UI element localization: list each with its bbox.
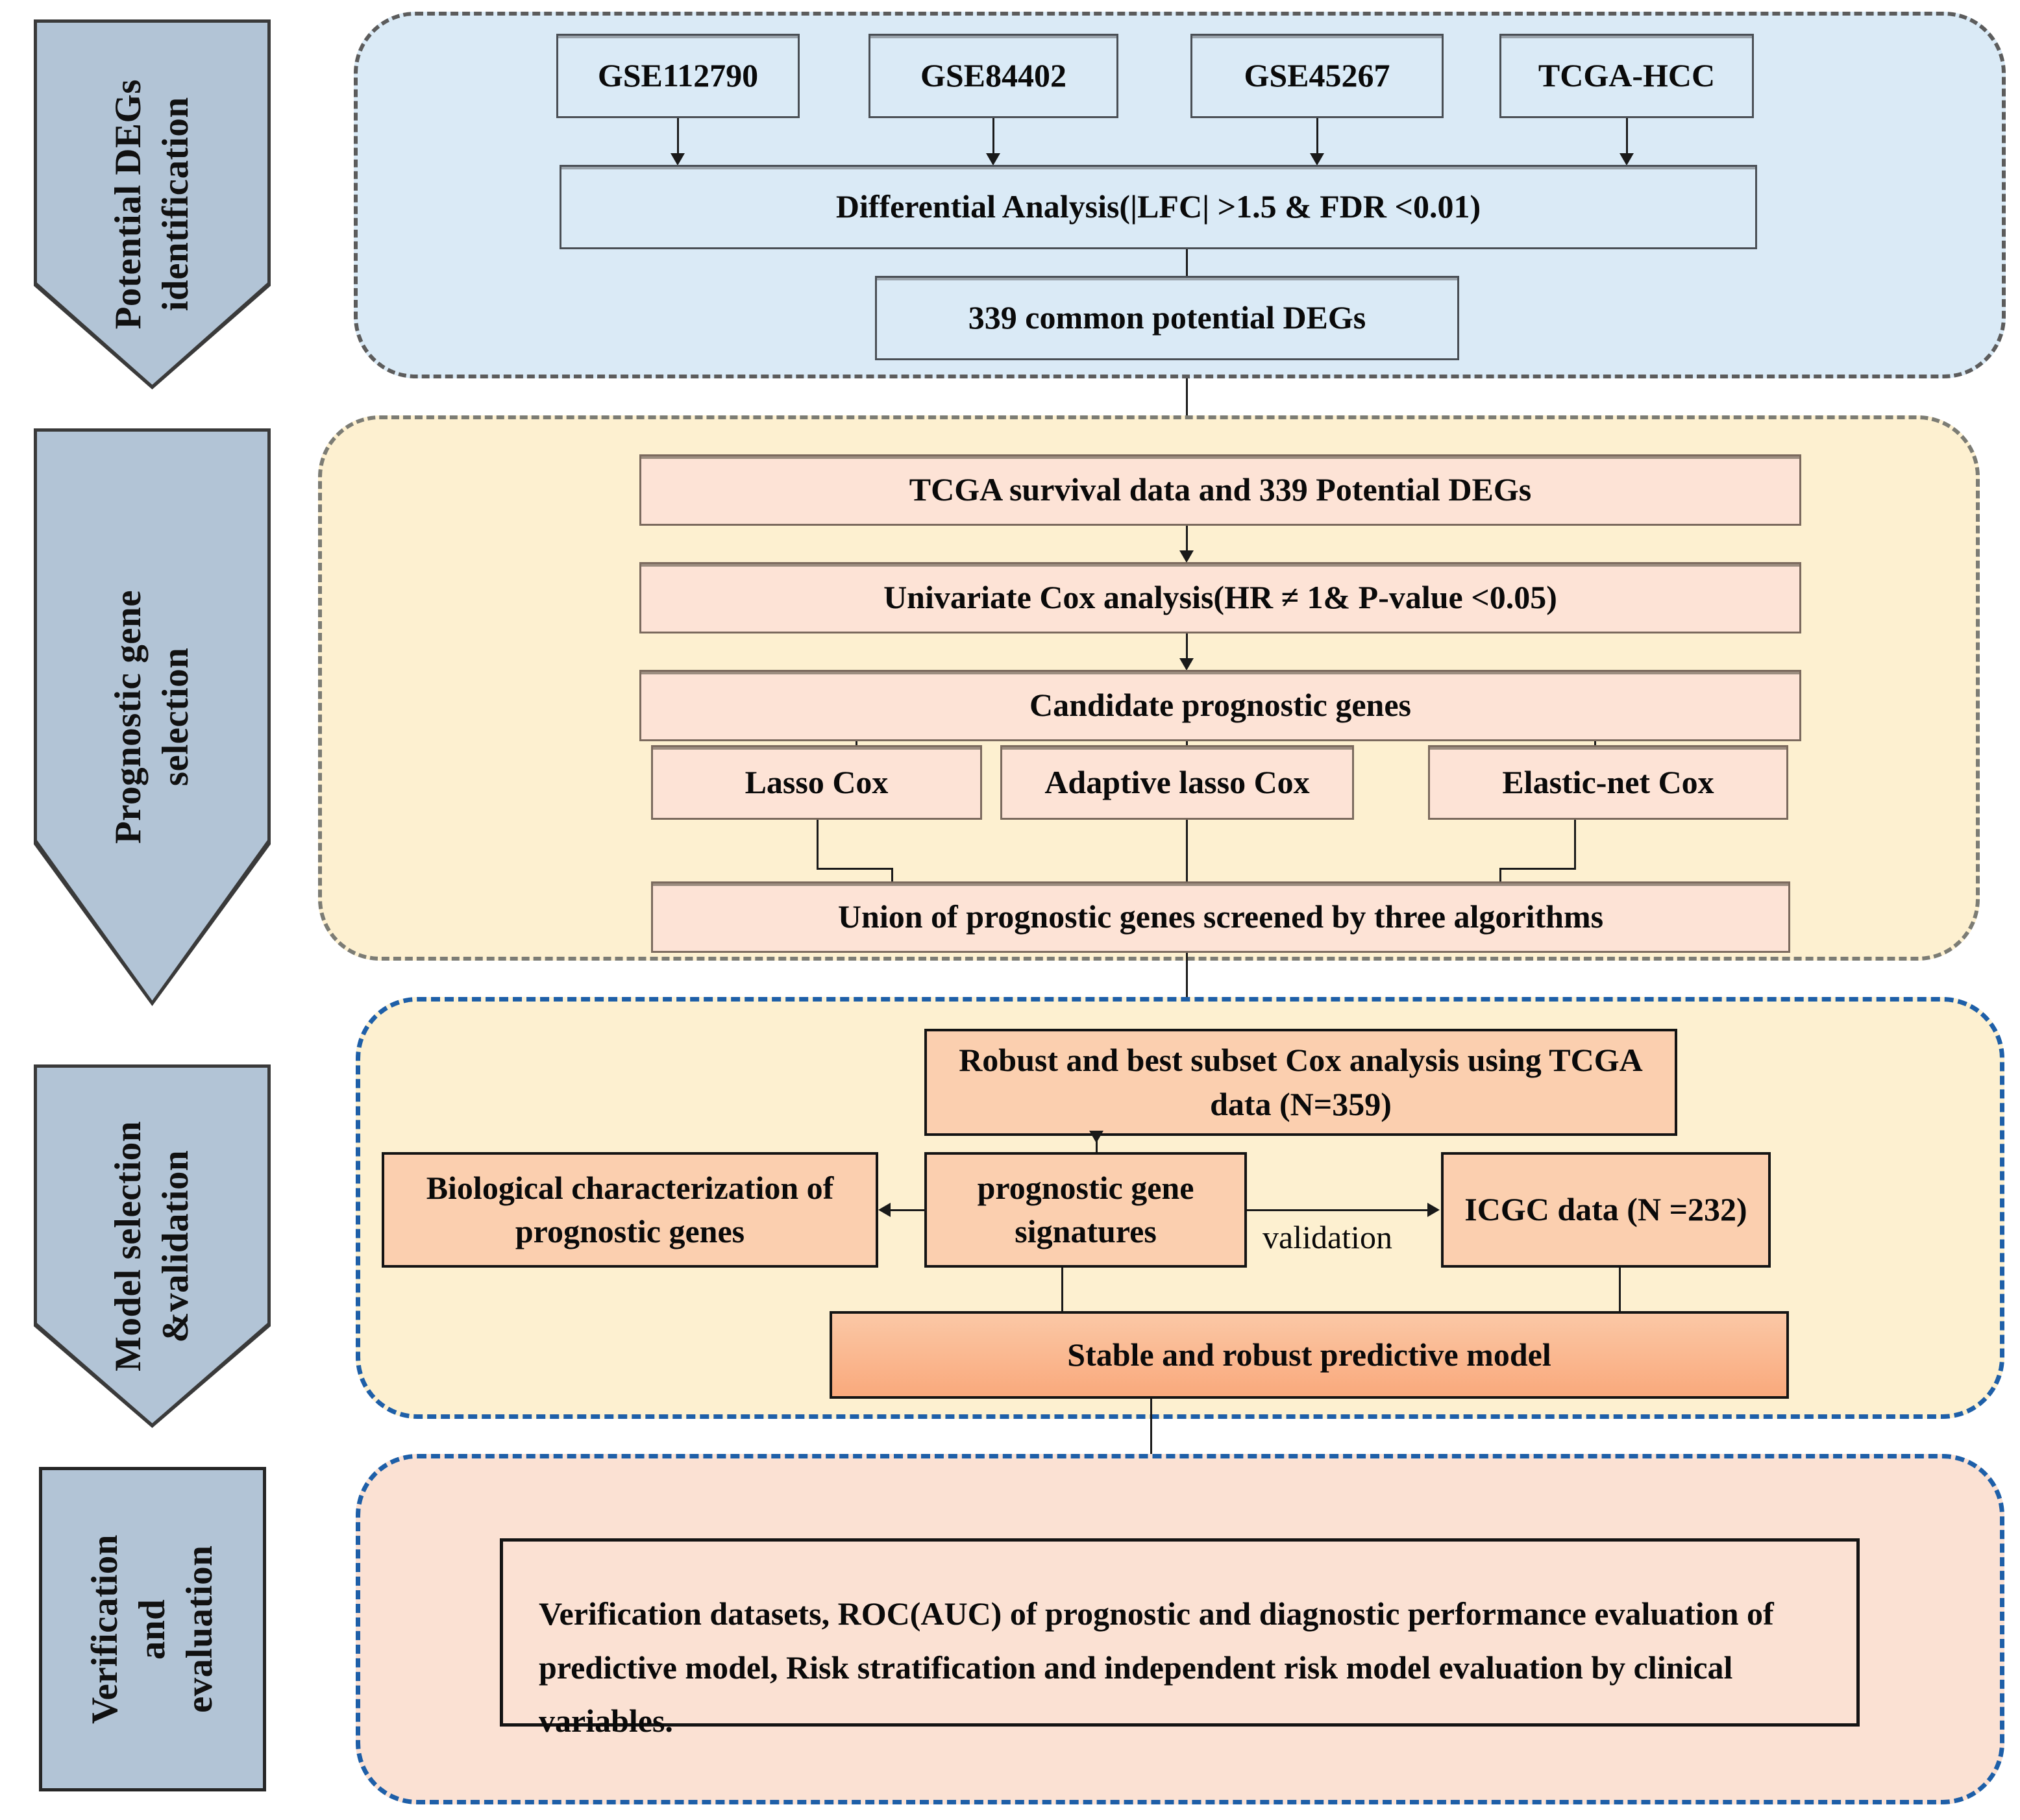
prognostic-signatures-label: prognostic gene signatures	[977, 1169, 1194, 1250]
algorithm-label: Adaptive lasso Cox	[1044, 763, 1310, 800]
biological-characterization-label: Biological characterization of prognosti…	[426, 1169, 834, 1250]
dataset-box-gse84402[interactable]: GSE84402	[868, 34, 1118, 118]
dataset-box-gse112790[interactable]: GSE112790	[556, 34, 800, 118]
robust-subset-cox-box[interactable]: Robust and best subset Cox analysis usin…	[924, 1029, 1677, 1136]
connector-elastic-elbow-v1	[1574, 820, 1576, 868]
algorithm-box-lasso-cox[interactable]: Lasso Cox	[651, 745, 982, 820]
algorithm-label: Elastic-net Cox	[1502, 763, 1714, 800]
candidate-genes-box[interactable]: Candidate prognostic genes	[639, 670, 1801, 741]
dataset-box-tcga-hcc[interactable]: TCGA-HCC	[1499, 34, 1754, 118]
stage-banner-1: Potential DEGs identification	[34, 19, 271, 389]
connector-signatures-elbow-v1	[1061, 1268, 1063, 1313]
validation-label: validation	[1262, 1219, 1392, 1255]
verification-text-label: Verification datasets, ROC(AUC) of progn…	[539, 1595, 1774, 1739]
predictive-model-label: Stable and robust predictive model	[1067, 1336, 1551, 1373]
arrowhead-gse45267	[1310, 153, 1324, 166]
differential-analysis-box[interactable]: Differential Analysis(|LFC| >1.5 & FDR <…	[560, 165, 1757, 249]
connector-survival-to-univariate	[1186, 526, 1188, 556]
connector-signatures-to-biological	[891, 1209, 926, 1211]
union-genes-box[interactable]: Union of prognostic genes screened by th…	[651, 881, 1790, 953]
robust-subset-cox-label: Robust and best subset Cox analysis usin…	[959, 1042, 1643, 1122]
candidate-genes-label: Candidate prognostic genes	[1029, 687, 1411, 724]
stage-banner-4-label: Verification and evaluation	[84, 1534, 220, 1724]
icgc-data-label: ICGC data (N =232)	[1464, 1191, 1747, 1228]
stage-banner-3-label: Model selection &validation	[107, 1121, 196, 1371]
arrowhead-gse112790	[671, 153, 685, 166]
arrowhead-robust-to-signatures	[1089, 1131, 1103, 1143]
algorithm-label: Lasso Cox	[745, 763, 889, 800]
connector-univariate-to-candidate	[1186, 633, 1188, 663]
predictive-model-box[interactable]: Stable and robust predictive model	[830, 1311, 1789, 1399]
biological-characterization-box[interactable]: Biological characterization of prognosti…	[382, 1152, 878, 1268]
connector-tcga-hcc	[1626, 118, 1628, 158]
icgc-data-box[interactable]: ICGC data (N =232)	[1441, 1152, 1771, 1268]
stage-banner-2: Prognostic gene selection	[34, 428, 271, 1006]
stage-banner-4: Verification and evaluation	[39, 1467, 266, 1791]
dataset-label: GSE45267	[1244, 57, 1390, 94]
connector-icgc-elbow-v1	[1619, 1268, 1621, 1313]
connector-elastic-elbow-h	[1499, 868, 1576, 870]
arrowhead-signatures-to-biological	[878, 1203, 891, 1217]
dataset-box-gse45267[interactable]: GSE45267	[1190, 34, 1444, 118]
prognostic-signatures-box[interactable]: prognostic gene signatures	[924, 1152, 1247, 1268]
connector-section1-to-section2	[1186, 378, 1188, 437]
algorithm-box-adaptive-lasso-cox[interactable]: Adaptive lasso Cox	[1000, 745, 1354, 820]
algorithm-box-elastic-net-cox[interactable]: Elastic-net Cox	[1428, 745, 1788, 820]
verification-text-box[interactable]: Verification datasets, ROC(AUC) of progn…	[500, 1538, 1860, 1739]
arrowhead-gse84402	[986, 153, 1000, 166]
arrowhead-tcga-hcc	[1620, 153, 1634, 166]
common-degs-label: 339 common potential DEGs	[968, 299, 1366, 336]
univariate-cox-box[interactable]: Univariate Cox analysis(HR ≠ 1& P-value …	[639, 562, 1801, 633]
arrowhead-signatures-to-icgc	[1427, 1203, 1440, 1217]
connector-section3-to-section4	[1150, 1399, 1152, 1470]
univariate-cox-label: Univariate Cox analysis(HR ≠ 1& P-value …	[883, 579, 1557, 616]
connector-gse112790	[677, 118, 679, 158]
stage-banner-1-label: Potential DEGs identification	[107, 79, 196, 330]
stage-banner-2-label: Prognostic gene selection	[107, 590, 196, 844]
differential-analysis-label: Differential Analysis(|LFC| >1.5 & FDR <…	[835, 188, 1481, 225]
arrowhead-univariate-to-candidate	[1179, 658, 1194, 670]
arrowhead-survival-to-univariate	[1179, 550, 1194, 563]
connector-gse84402	[992, 118, 994, 158]
connector-signatures-to-icgc	[1247, 1209, 1427, 1211]
union-genes-label: Union of prognostic genes screened by th…	[837, 898, 1604, 935]
stage-banner-2-inner: Prognostic gene selection	[37, 432, 267, 1001]
stage-banner-1-inner: Potential DEGs identification	[37, 23, 267, 385]
survival-data-box[interactable]: TCGA survival data and 339 Potential DEG…	[639, 454, 1801, 526]
connector-differential-to-degs	[1186, 249, 1188, 291]
connector-gse45267	[1316, 118, 1318, 158]
dataset-label: GSE84402	[920, 57, 1067, 94]
connector-adaptive-to-union	[1186, 820, 1188, 898]
survival-data-label: TCGA survival data and 339 Potential DEG…	[909, 471, 1532, 508]
dataset-label: TCGA-HCC	[1538, 57, 1716, 94]
dataset-label: GSE112790	[597, 57, 759, 94]
connector-section2-to-section3	[1186, 953, 1188, 1018]
stage-banner-3: Model selection &validation	[34, 1064, 271, 1428]
connector-lasso-elbow-v1	[817, 820, 819, 868]
common-degs-box[interactable]: 339 common potential DEGs	[875, 276, 1459, 360]
connector-lasso-elbow-h	[817, 868, 893, 870]
stage-banner-3-inner: Model selection &validation	[37, 1068, 267, 1423]
